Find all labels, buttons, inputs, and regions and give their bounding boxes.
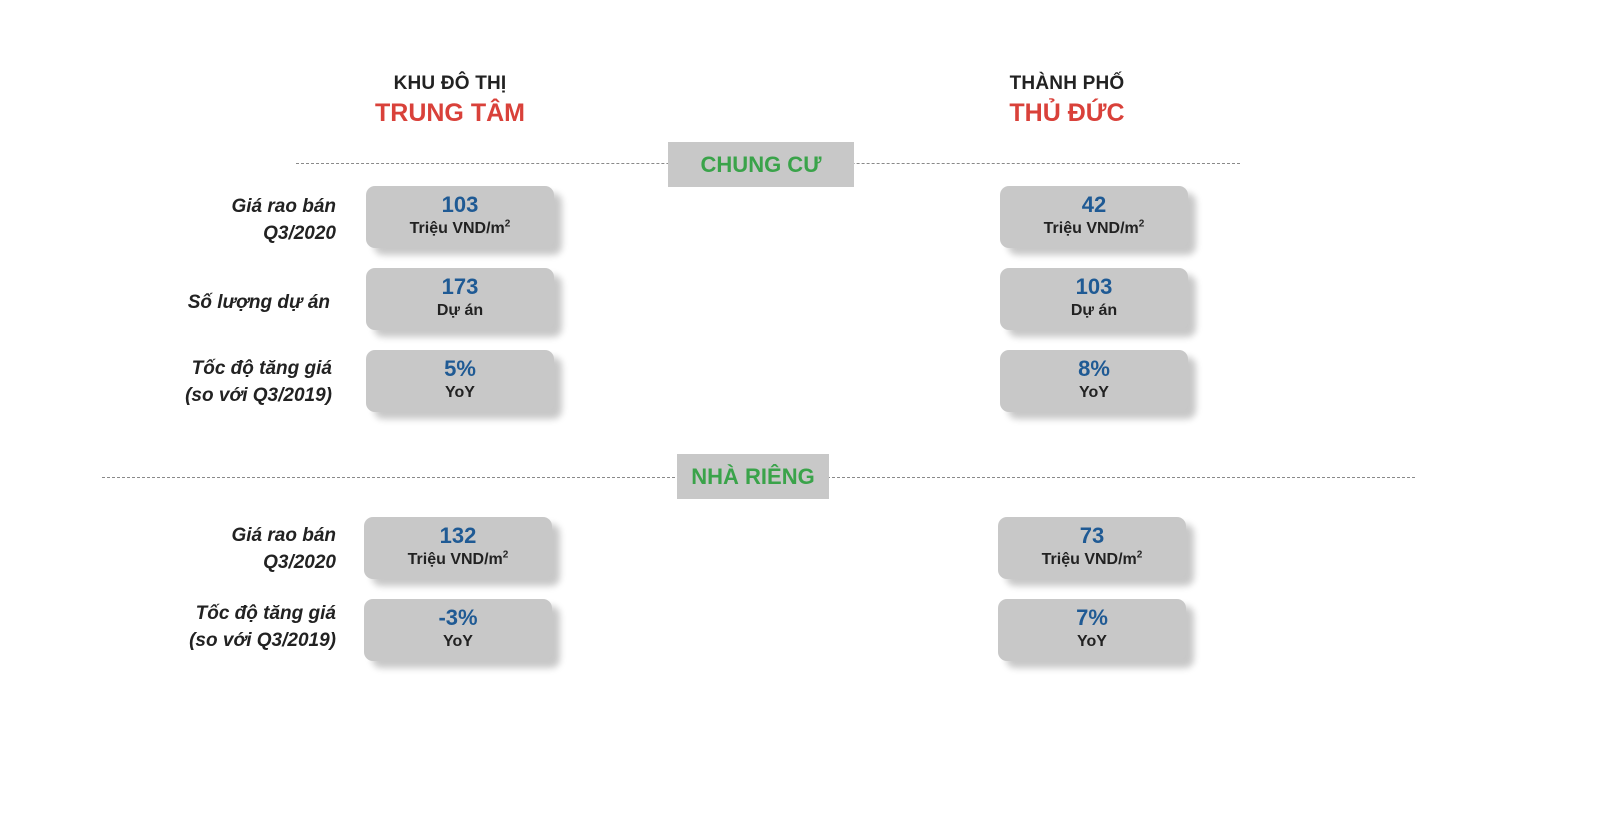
- row-label-line1: Giá rao bán: [231, 525, 336, 546]
- column-header-central: KHU ĐÔ THỊ TRUNG TÂM: [300, 73, 600, 128]
- stat-unit: Triệu VND/m2: [1041, 549, 1143, 568]
- row-label-line2: Q3/2020: [263, 223, 336, 244]
- stat-card-house-price-central: 132 Triệu VND/m2: [364, 517, 552, 579]
- stat-value: -3%: [438, 605, 478, 630]
- column-subtitle-central: KHU ĐÔ THỊ: [393, 73, 507, 94]
- stat-unit: YoY: [1077, 633, 1107, 650]
- stat-value: 73: [1079, 523, 1105, 548]
- stat-unit: Triệu VND/m2: [409, 218, 511, 237]
- stat-value: 103: [441, 192, 479, 217]
- stat-card-house-growth-central: -3% YoY: [364, 599, 552, 661]
- stat-value: 103: [1075, 274, 1113, 299]
- row-label-line1: Giá rao bán: [231, 196, 336, 217]
- stat-value: 7%: [1076, 605, 1108, 630]
- stat-value: 8%: [1078, 356, 1110, 381]
- stat-card-apartment-projects-central: 173 Dự án: [366, 268, 554, 330]
- stat-card-apartment-growth-thu-duc: 8% YoY: [1000, 350, 1188, 412]
- stat-unit: YoY: [443, 633, 473, 650]
- row-label-apartment-price: Giá rao bán Q3/2020: [96, 193, 336, 247]
- row-label-line2: (so với Q3/2019): [189, 630, 336, 651]
- row-label-line1: Tốc độ tăng giá: [195, 603, 336, 624]
- column-title-central: TRUNG TÂM: [375, 99, 525, 127]
- column-header-thu-duc: THÀNH PHỐ THỦ ĐỨC: [917, 73, 1217, 128]
- section-title-apartment: CHUNG CƯ: [668, 142, 854, 187]
- row-label-line1: Tốc độ tăng giá: [191, 358, 332, 379]
- row-label-line2: Q3/2020: [263, 552, 336, 573]
- stat-unit: YoY: [445, 384, 475, 401]
- stat-card-apartment-projects-thu-duc: 103 Dự án: [1000, 268, 1188, 330]
- row-label-house-growth: Tốc độ tăng giá (so với Q3/2019): [96, 600, 336, 654]
- stat-unit: Dự án: [1070, 302, 1118, 319]
- stat-unit: Triệu VND/m2: [1043, 218, 1145, 237]
- row-label-line1: Số lượng dự án: [187, 292, 330, 313]
- stat-value: 5%: [444, 356, 476, 381]
- stat-value: 132: [439, 523, 477, 548]
- row-label-house-price: Giá rao bán Q3/2020: [96, 522, 336, 576]
- stat-value: 42: [1081, 192, 1107, 217]
- stat-card-apartment-growth-central: 5% YoY: [366, 350, 554, 412]
- column-subtitle-thu-duc: THÀNH PHỐ: [1009, 73, 1125, 94]
- row-label-apartment-projects: Số lượng dự án: [90, 289, 330, 316]
- row-label-apartment-growth: Tốc độ tăng giá (so với Q3/2019): [92, 355, 332, 409]
- stat-card-house-price-thu-duc: 73 Triệu VND/m2: [998, 517, 1186, 579]
- row-label-line2: (so với Q3/2019): [185, 385, 332, 406]
- stat-unit: Triệu VND/m2: [407, 549, 509, 568]
- section-title-house: NHÀ RIÊNG: [677, 454, 829, 499]
- stat-unit: Dự án: [436, 302, 484, 319]
- stat-card-apartment-price-thu-duc: 42 Triệu VND/m2: [1000, 186, 1188, 248]
- stat-card-apartment-price-central: 103 Triệu VND/m2: [366, 186, 554, 248]
- stat-card-house-growth-thu-duc: 7% YoY: [998, 599, 1186, 661]
- stat-value: 173: [441, 274, 479, 299]
- stat-unit: YoY: [1079, 384, 1109, 401]
- column-title-thu-duc: THỦ ĐỨC: [1009, 99, 1125, 127]
